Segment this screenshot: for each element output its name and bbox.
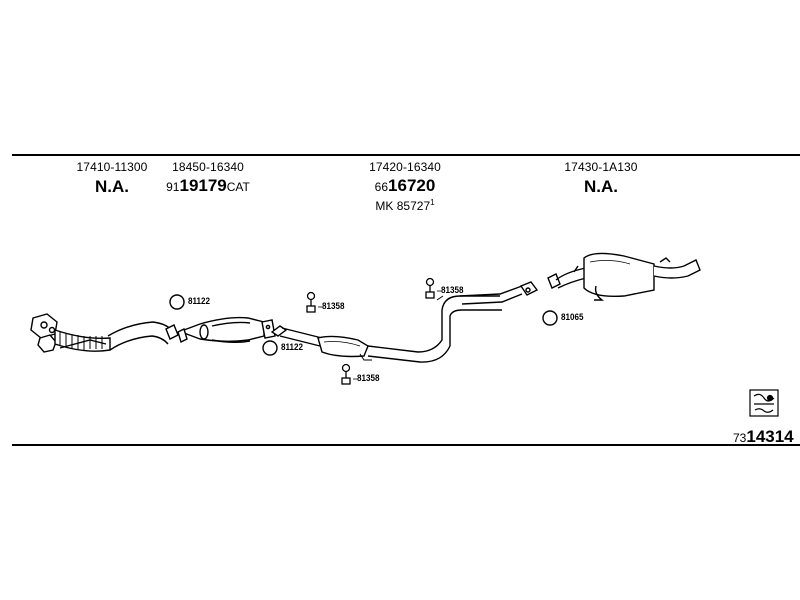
alternate-reference: MK 857271 [375,198,435,213]
part-number: 18450-16340 [172,160,244,174]
diagram-reference-icon [749,389,779,417]
callout-ring-a: 81122 [188,296,211,307]
callout-clamp-b: 81358 [357,373,380,384]
front-pipe [30,313,179,353]
header-col-3: 17420-16340 6616720 MK 857271 [360,160,450,213]
clamp-a-icon [306,291,316,313]
header-col-4: 17430-1A130 N.A. [556,160,646,197]
callout-clamp-a: 81358 [322,301,345,312]
callout-clamp-c: 81358 [441,285,464,296]
ring-c-icon [542,310,558,326]
part-number: 17420-16340 [369,160,441,174]
callout-ring-b: 81122 [281,342,304,353]
reference-number: 9119179CAT [166,176,250,195]
header-col-1: 17410-11300 N.A. [72,160,152,197]
rear-silencer [547,252,701,301]
reference-number: 6616720 [374,176,436,195]
leader-lines [318,290,441,380]
part-number: 17410-11300 [76,160,148,174]
part-number: 17430-1A130 [564,160,638,174]
catalytic-converter [177,316,276,343]
callout-ring-c: 81065 [561,312,584,323]
clamp-icons [306,277,435,385]
gasket-rings [169,294,558,356]
centre-pipe [270,281,539,363]
availability-status: N.A. [584,177,618,196]
diagram-number: 7314314 [733,427,794,446]
clamp-b-icon [341,363,351,385]
availability-status: N.A. [95,177,129,196]
ring-b-icon [262,340,278,356]
clamp-c-icon [425,277,435,299]
ring-a-icon [169,294,185,310]
header-col-2: 18450-16340 9119179CAT [158,160,258,196]
